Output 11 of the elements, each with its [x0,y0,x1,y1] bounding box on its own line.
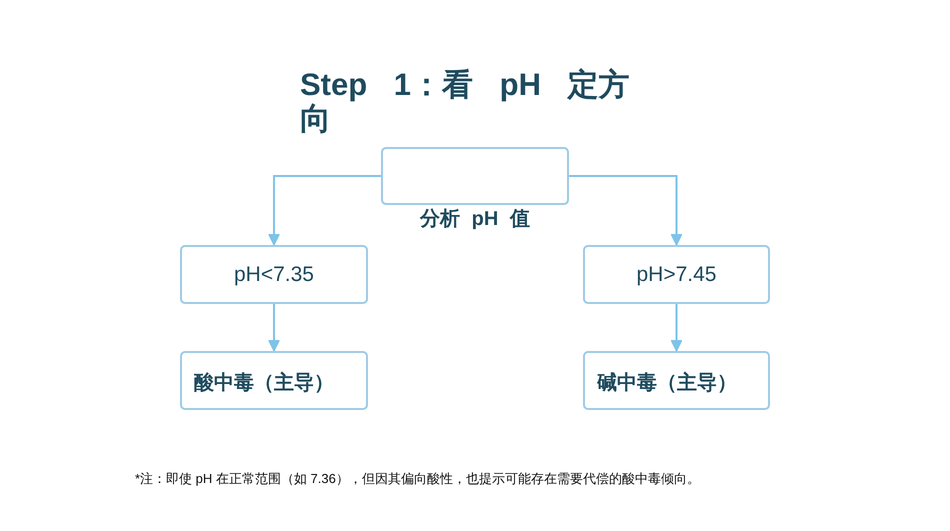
arrow [670,304,683,352]
title: Step 1：看 pH 定方向 [300,68,631,136]
node-text: pH>7.45 [636,262,716,287]
node-text: pH<7.35 [234,262,314,287]
arrow [569,175,683,246]
node-text: 碱中毒（主导） [597,370,737,394]
node-text: 分析 pH 值 [420,207,530,231]
footnote: *注：即使 pH 在正常范围（如 7.36），但因其偏向酸性，也提示可能存在需要代偿的酸中毒倾向。 [135,470,701,488]
arrow [268,304,280,352]
node-text: 酸中毒（主导） [194,370,334,394]
arrow [268,175,381,246]
